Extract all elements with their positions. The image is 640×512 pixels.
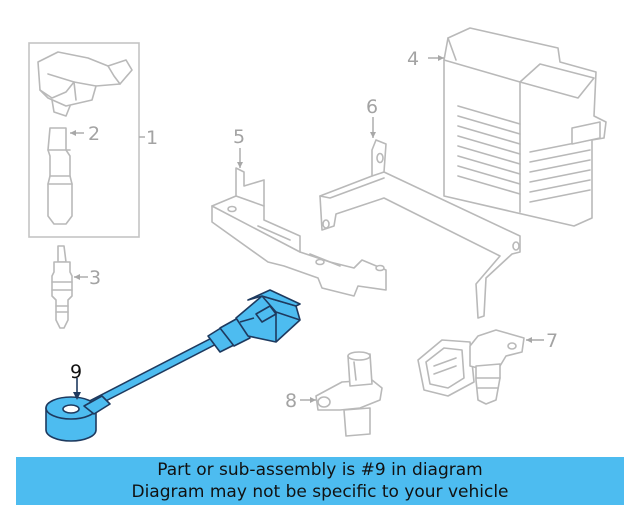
engine-control-module	[443, 27, 607, 227]
knock-sensor-connector	[235, 289, 301, 343]
callout-5: 5	[233, 126, 245, 148]
banner-line-1: Part or sub-assembly is #9 in diagram	[157, 460, 483, 480]
callout-9: 9	[70, 361, 82, 383]
knock-sensor-puck	[45, 395, 111, 442]
coil-group-box	[28, 42, 140, 238]
info-banner: Part or sub-assembly is #9 in diagram Di…	[16, 457, 624, 505]
mounting-bracket	[211, 167, 387, 297]
callout-7: 7	[546, 330, 558, 352]
knock-sensor-cable	[81, 337, 219, 411]
camshaft-sensor	[417, 329, 525, 405]
ignition-coil-assembly	[28, 42, 140, 238]
knock-sensor[interactable]	[45, 289, 301, 442]
callout-1: 1	[146, 127, 158, 149]
callout-6: 6	[366, 96, 378, 118]
crankshaft-sensor	[315, 351, 383, 437]
spark-plug	[51, 245, 73, 329]
banner-line-2: Diagram may not be specific to your vehi…	[131, 482, 509, 502]
callout-2: 2	[88, 123, 100, 145]
callout-8: 8	[285, 390, 297, 412]
carrier-bracket	[319, 139, 521, 319]
callout-3: 3	[89, 267, 101, 289]
callout-4: 4	[407, 48, 419, 70]
